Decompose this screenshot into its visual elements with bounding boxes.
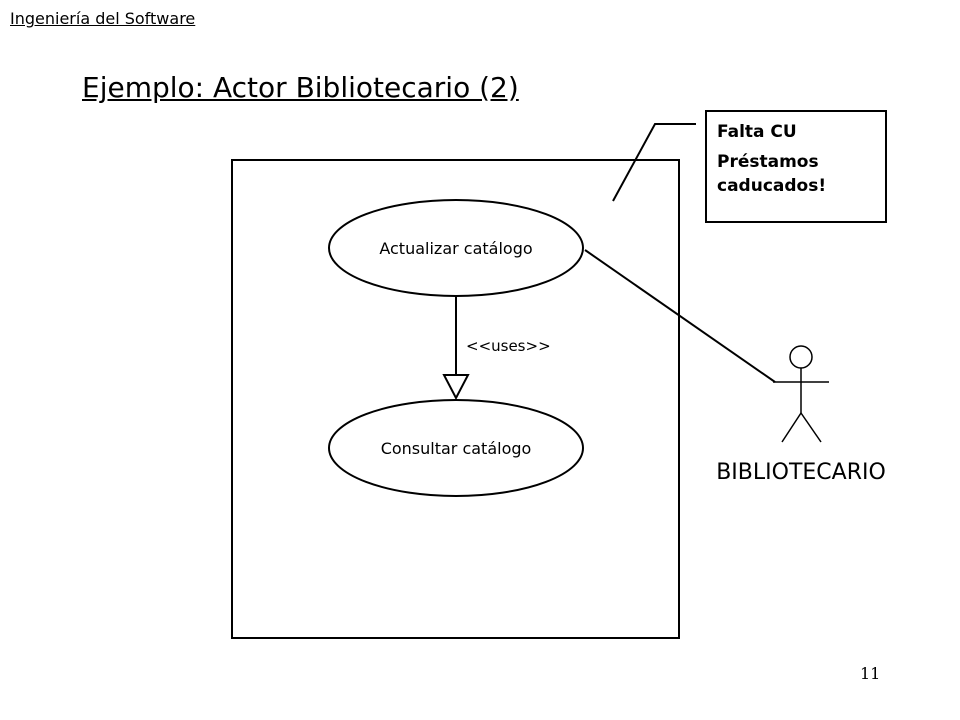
actor-right-leg: [800, 412, 822, 443]
use-case-ellipse: [328, 399, 584, 497]
actor-left-leg: [781, 412, 802, 443]
actor-head: [789, 345, 813, 369]
uses-arrowhead: [442, 374, 470, 401]
note-callout-line: [612, 123, 696, 202]
course-header: Ingeniería del Software: [10, 9, 196, 28]
note-line: Préstamos: [717, 152, 819, 172]
slide-title: Ejemplo: Actor Bibliotecario (2): [82, 71, 519, 104]
actor-stick-figure: [773, 345, 829, 443]
page-number: 11: [860, 664, 881, 683]
actor-name: BIBLIOTECARIO: [716, 460, 886, 485]
use-case-ellipse: [328, 199, 584, 297]
use-case-label: Consultar catálogo: [381, 439, 532, 458]
note-line: Falta CU: [717, 122, 797, 142]
system-boundary: [231, 159, 680, 639]
actor-association-line: [584, 249, 776, 383]
note-line: caducados!: [717, 176, 827, 196]
uses-stereotype-label: <<uses>>: [466, 337, 551, 355]
use-case-actualizar-catalogo: Actualizar catálogo: [328, 199, 584, 297]
use-case-label: Actualizar catálogo: [379, 239, 532, 258]
use-case-consultar-catalogo: Consultar catálogo: [328, 399, 584, 497]
note-box: Falta CU Préstamos caducados!: [705, 110, 887, 223]
